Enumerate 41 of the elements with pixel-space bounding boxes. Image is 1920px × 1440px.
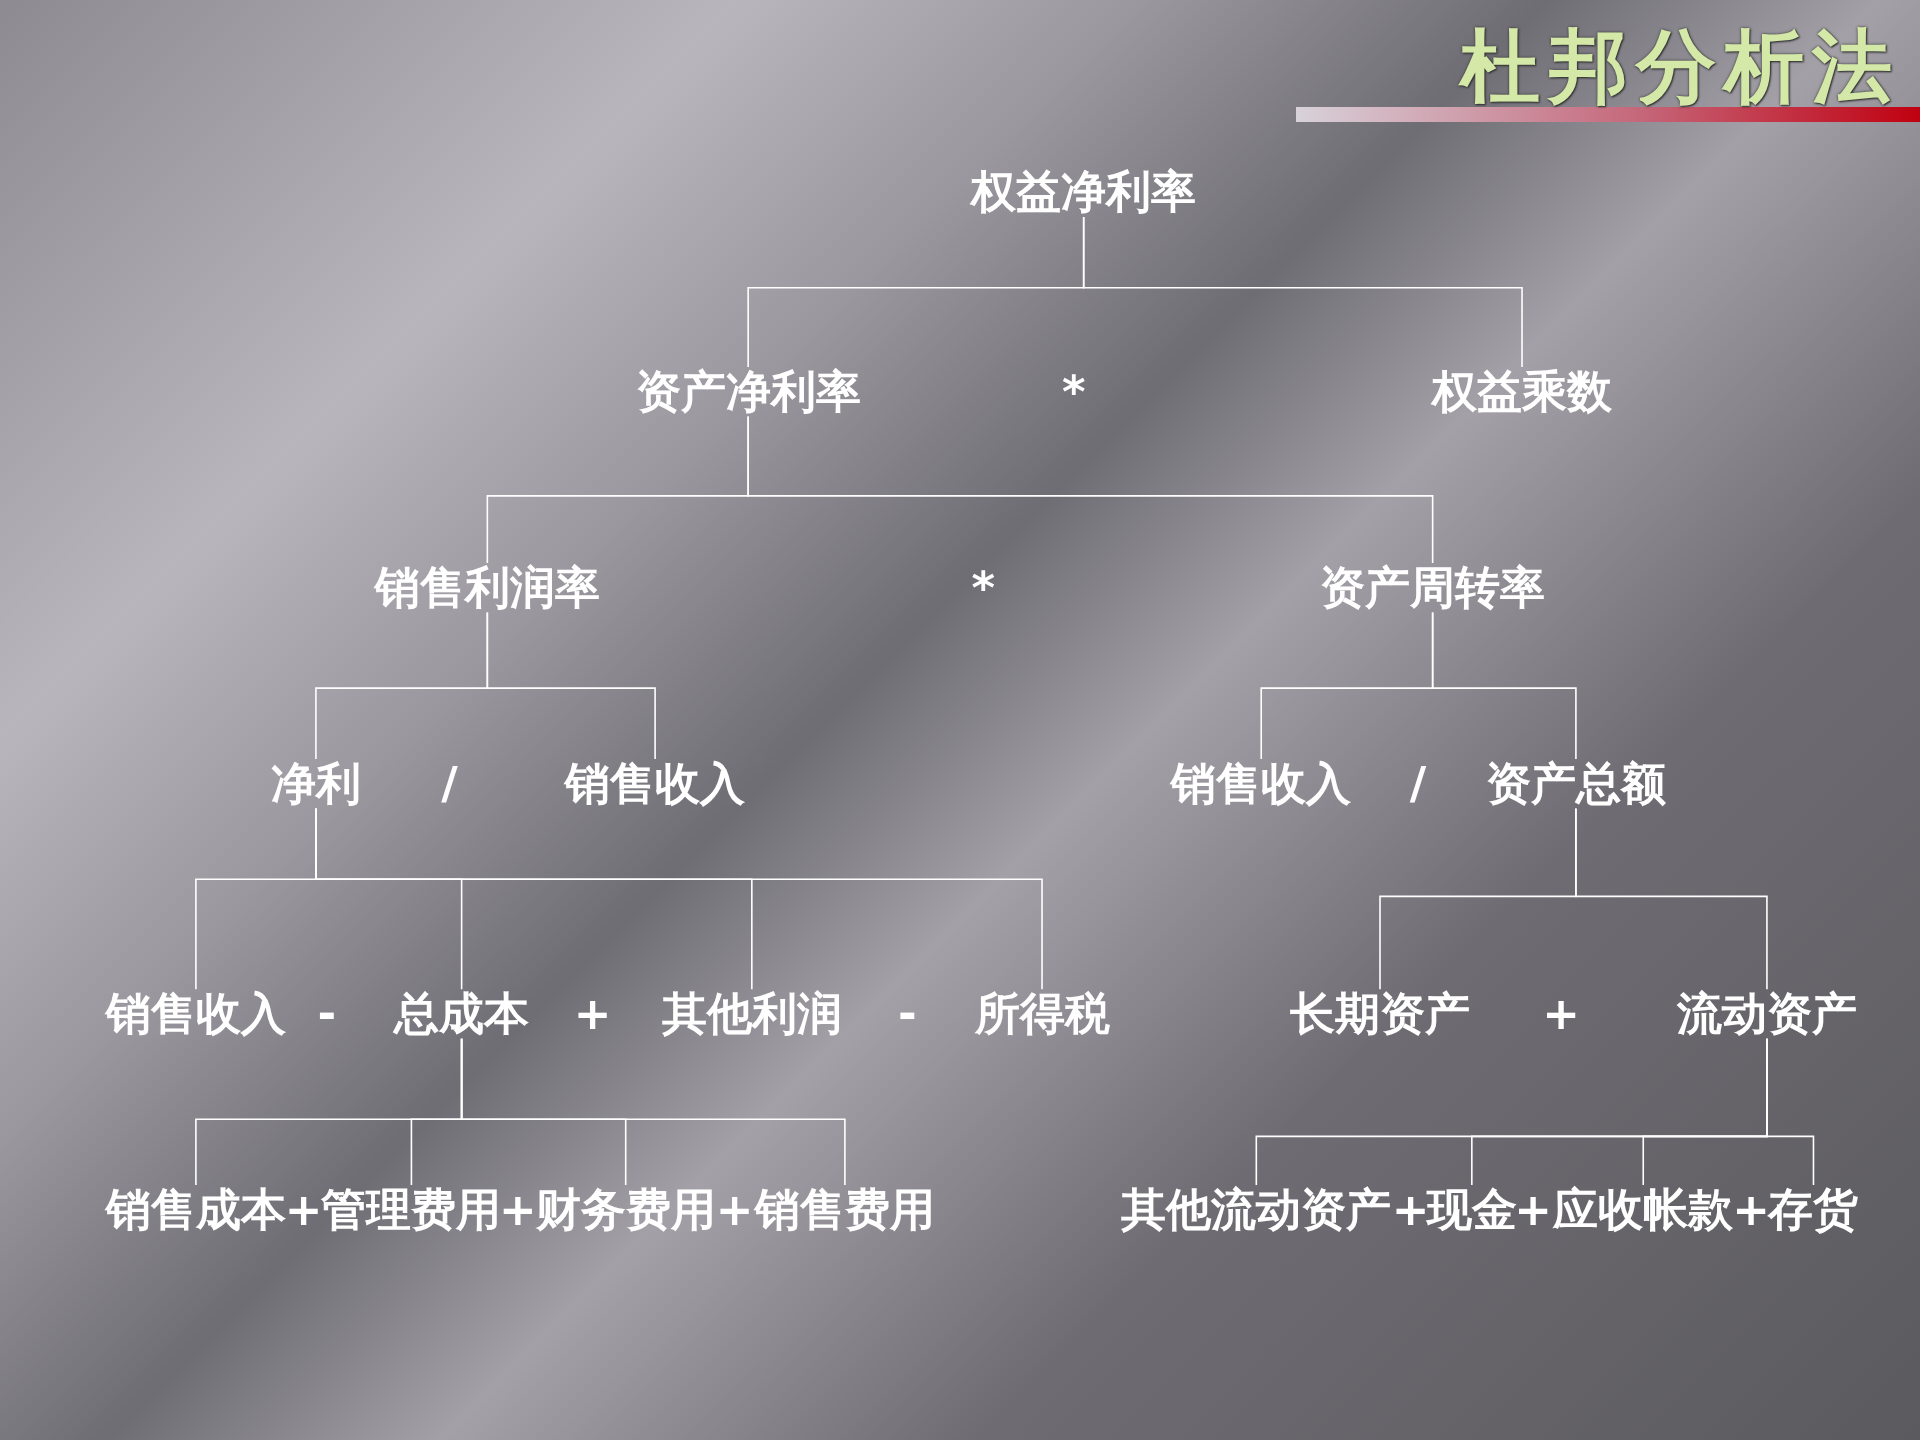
tree-node-text: 资产周转率 — [1320, 563, 1546, 613]
tree-node-text: 销售费用 — [754, 1185, 935, 1235]
tree-node-text: 其他流动资产 — [1121, 1185, 1392, 1235]
tree-node-text: 权益净利率 — [971, 167, 1197, 217]
operator-sign: / — [1409, 758, 1427, 809]
tree-connector — [1766, 1037, 1815, 1186]
tree-node-text: 管理费用 — [321, 1185, 502, 1235]
tree-node-text: 所得税 — [974, 989, 1110, 1039]
tree-connector — [460, 1037, 846, 1186]
tree-node-text: 资产总额 — [1485, 758, 1666, 809]
tree-connector — [1575, 807, 1768, 990]
tree-node-text: 销售收入 — [105, 989, 286, 1039]
tree-connector — [747, 415, 1434, 564]
operator-sign: + — [499, 1185, 537, 1235]
tree-connector — [315, 807, 1043, 990]
tree-node-text: 销售成本 — [105, 1185, 286, 1235]
tree-node-text: 其他利润 — [661, 989, 842, 1039]
tree-node-text: 存货 — [1768, 1185, 1859, 1235]
operator-sign: * — [971, 563, 995, 613]
title-with-underline: 杜邦分析法 — [1295, 26, 1920, 122]
tree-node-text: 销售收入 — [1171, 758, 1352, 809]
operator-sign: / — [441, 758, 458, 809]
tree-node-text: 资产净利率 — [635, 367, 861, 417]
tree-connector — [1082, 216, 1523, 368]
operator-sign: - — [898, 989, 917, 1039]
operator-sign: - — [317, 989, 337, 1039]
operator-sign: + — [1542, 989, 1581, 1039]
operator-sign: + — [715, 1185, 754, 1235]
tree-node-text: 应收帐款 — [1553, 1185, 1734, 1235]
tree-node-text: 销售利润率 — [374, 563, 600, 613]
tree-node-text: 总成本 — [394, 989, 530, 1039]
tree-node-text: 销售收入 — [565, 758, 746, 809]
tree-node-text: 权益乘数 — [1432, 367, 1613, 417]
tree-node-text: 流动资产 — [1676, 989, 1857, 1039]
tree-node-text: 财务费用 — [535, 1185, 716, 1235]
tree-node-text: 净利 — [270, 758, 361, 809]
operator-sign: + — [573, 989, 612, 1039]
tree-connector — [1431, 611, 1577, 760]
tree-connector — [486, 611, 656, 760]
tree-node-text: 长期资产 — [1290, 989, 1470, 1039]
operator-sign: * — [1062, 367, 1086, 417]
